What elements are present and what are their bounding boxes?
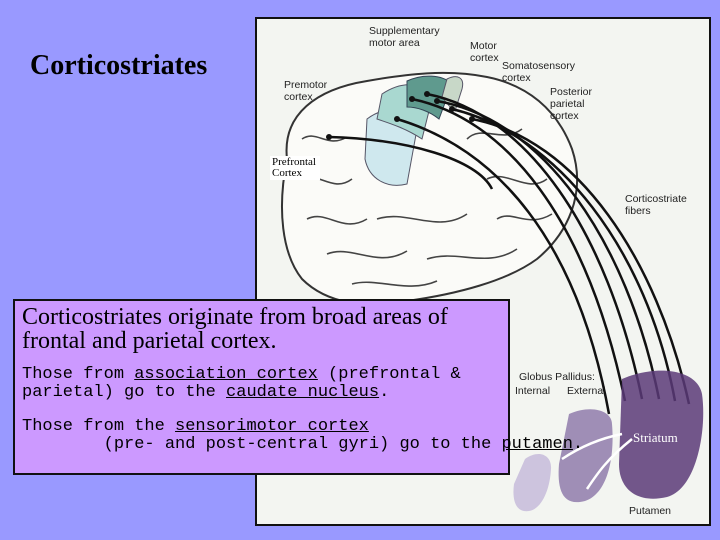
brain-diagram: Supplementary motor area Motor cortex So… [281,25,704,517]
corticostriate-fibers-label-line1: Corticostriate [625,193,687,205]
globus-pallidus-internal-shape [513,454,552,512]
corticostriate-fiber-lines [328,92,691,415]
striatum-output-arrow [585,438,633,490]
motor-cortex-label-line1: Motor [470,40,497,52]
summary-textbox: Corticostriates originate from broad are… [13,299,584,475]
posterior-parietal-label-line1: Posterior [550,86,593,98]
striatum-shape [619,370,704,499]
putamen-label: Putamen [629,505,671,517]
association-cortex-term: association cortex [134,365,318,384]
association-paragraph: Those from association cortex (prefronta… [22,365,461,402]
premotor-label-line2: cortex [284,91,313,103]
external-label: External [567,385,606,397]
sensorimotor-cortex-term: sensorimotor cortex [175,417,369,436]
corticostriate-fibers-label-line2: fibers [625,205,651,217]
striatum-output-arrow-2 [561,432,623,461]
caudate-nucleus-term: caudate nucleus [226,383,380,402]
posterior-parietal-label-line2: parietal [550,98,584,110]
gyri-lines [296,128,553,287]
posterior-parietal-label-line3: cortex [550,110,579,122]
fiber-origin-dots [326,91,475,140]
slide-title: Corticostriates [30,50,208,81]
supplementary-motor-label-line2: motor area [369,37,420,49]
globus-pallidus-external-shape [558,409,613,503]
somatosensory-label-line2: cortex [502,72,531,84]
prefrontal-label-line2: Cortex [272,167,302,179]
putamen-term: putamen [501,435,573,454]
motor-cortex-label-line2: cortex [470,52,499,64]
internal-label: Internal [515,385,550,397]
premotor-label-line1: Premotor [284,79,328,91]
summary-heading: Corticostriates originate from broad are… [22,304,448,354]
supplementary-motor-label-line1: Supplementary [369,25,440,37]
somatosensory-label-line1: Somatosensory [502,60,576,72]
sensorimotor-paragraph: Those from the sensorimotor cortex (pre-… [22,417,584,454]
prefrontal-label-line1: Prefrontal [272,156,316,168]
prefrontal-cortex-label: Prefrontal Cortex [270,156,320,180]
globus-pallidus-label: Globus Pallidus: [519,371,595,383]
striatum-label: Striatum [633,430,678,445]
